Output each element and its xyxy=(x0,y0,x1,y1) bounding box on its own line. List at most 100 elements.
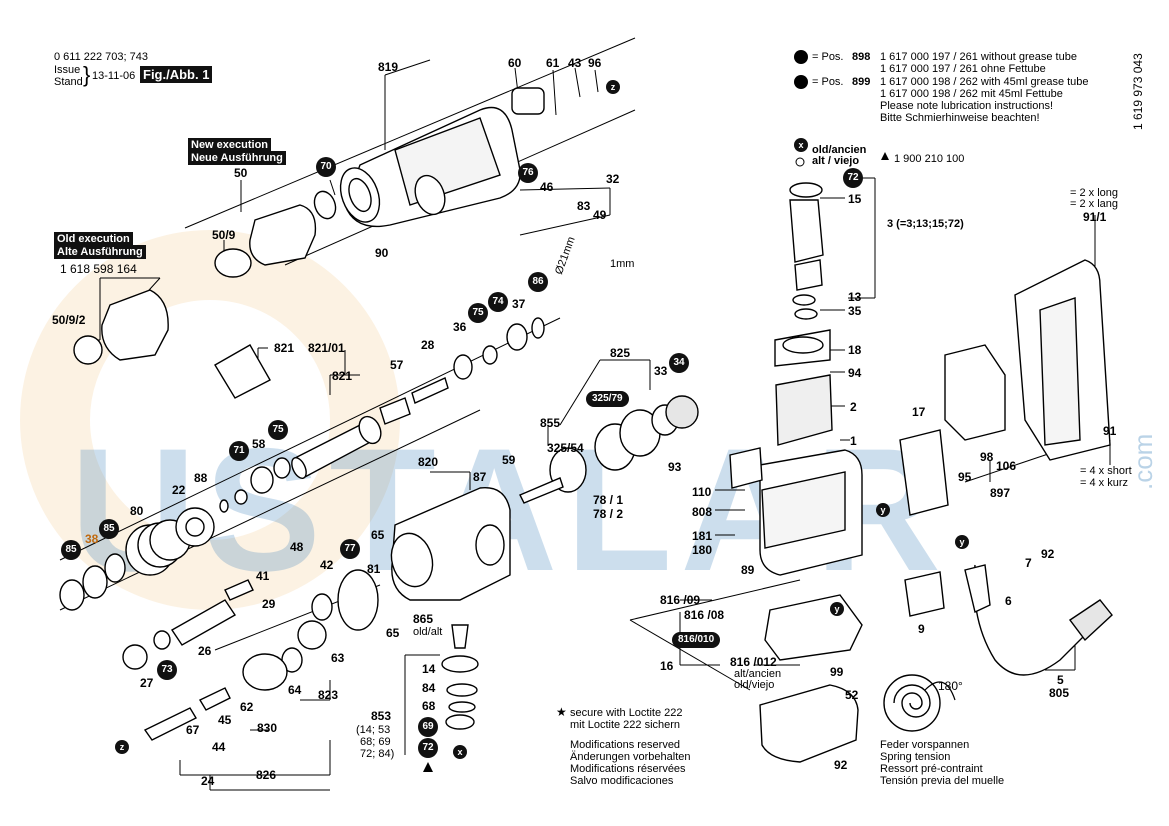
label-325-54: 325/54 xyxy=(547,441,584,455)
badge-77: 77 xyxy=(340,539,360,559)
badge-74: 74 xyxy=(488,292,508,312)
label-13: 13 xyxy=(848,290,862,304)
label-826: 826 xyxy=(256,768,277,782)
old-execution-part: 1 618 598 164 xyxy=(60,262,137,276)
old-ancien-label: old/ancien xyxy=(812,144,867,156)
old-execution-en: Old execution xyxy=(54,232,133,246)
label-78-2: 78 / 2 xyxy=(593,507,624,521)
label-91-1: 91/1 xyxy=(1083,210,1107,224)
label-old-alt: old/alt xyxy=(413,626,443,638)
side-code: 1 619 973 043 xyxy=(1131,53,1145,130)
new-execution-en: New execution xyxy=(188,138,272,152)
pill-325-79: 325/79 xyxy=(586,391,629,407)
badge-z-top: z xyxy=(606,80,620,94)
loctite-de: mit Loctite 222 sichern xyxy=(570,719,681,731)
label-816-012: 816 /012 xyxy=(730,655,777,669)
label-91: 91 xyxy=(1103,424,1117,438)
alt-viejo-label: alt / viejo xyxy=(812,155,860,167)
old-execution-de: Alte Ausführung xyxy=(54,245,146,259)
label-46: 46 xyxy=(540,180,554,194)
label-67: 67 xyxy=(186,723,200,737)
label-897: 897 xyxy=(990,486,1011,500)
label-58: 58 xyxy=(252,437,266,451)
label-33: 33 xyxy=(654,364,668,378)
label-17: 17 xyxy=(912,405,926,419)
badge-y-housing: y xyxy=(876,503,890,517)
badge-73: 73 xyxy=(157,660,177,680)
label-2: 2 xyxy=(850,400,857,414)
label-6: 6 xyxy=(1005,594,1012,608)
label-83: 83 xyxy=(577,199,591,213)
label-57: 57 xyxy=(390,358,404,372)
label-68: 68 xyxy=(422,699,436,713)
label-98: 98 xyxy=(980,450,994,464)
badge-y-brush: y xyxy=(830,602,844,616)
label-5: 5 xyxy=(1057,673,1064,687)
grease-line-6: Bitte Schmierhinweise beachten! xyxy=(880,112,1040,124)
label-50-9-2: 50/9/2 xyxy=(52,313,86,327)
badge-y-cable: y xyxy=(955,535,969,549)
label-41: 41 xyxy=(256,569,270,583)
badge-34: 34 xyxy=(669,353,689,373)
length-long-de: = 2 x lang xyxy=(1070,198,1119,210)
label-43: 43 xyxy=(568,56,582,70)
length-short-en: = 4 x short xyxy=(1080,465,1132,477)
label-32: 32 xyxy=(606,172,620,186)
label-38: 38 xyxy=(85,532,99,546)
label-853-sub-1: (14; 53 xyxy=(356,724,391,736)
loctite-en: secure with Loctite 222 xyxy=(570,707,683,719)
label-59: 59 xyxy=(502,453,516,467)
badge-85-lower: 85 xyxy=(61,540,81,560)
label-853-sub-3: 72; 84) xyxy=(360,748,395,760)
label-94: 94 xyxy=(848,366,862,380)
grease-line-3: 1 617 000 198 / 262 with 45ml grease tub… xyxy=(880,76,1089,88)
label-29: 29 xyxy=(262,597,276,611)
old-part-number: 1 900 210 100 xyxy=(894,153,965,165)
badge-86: 86 xyxy=(528,272,548,292)
label-96: 96 xyxy=(588,56,602,70)
label-180: 180 xyxy=(692,543,713,557)
label-110: 110 xyxy=(692,485,712,499)
badge-71: 71 xyxy=(229,441,249,461)
label-78-1: 78 / 1 xyxy=(593,493,624,507)
badge-x-bottom: x xyxy=(453,745,467,759)
label-87: 87 xyxy=(473,470,487,484)
label-16: 16 xyxy=(660,659,674,673)
badge-85-upper: 85 xyxy=(99,519,119,539)
label-821-mid: 821 xyxy=(332,369,353,383)
label-819: 819 xyxy=(378,60,399,74)
badge-z-bottom: z xyxy=(115,740,129,754)
label-805: 805 xyxy=(1049,686,1070,700)
length-short-de: = 4 x kurz xyxy=(1080,477,1128,489)
label-95: 95 xyxy=(958,470,972,484)
pos-898-number: 898 xyxy=(852,51,871,63)
modifications-es: Salvo modificaciones xyxy=(570,775,674,787)
badge-75-left: 75 xyxy=(268,420,288,440)
label-48: 48 xyxy=(290,540,304,554)
label-65-top: 65 xyxy=(371,528,385,542)
label-7: 7 xyxy=(1025,556,1032,570)
issue-label: Issue xyxy=(54,64,81,76)
label-62: 62 xyxy=(240,700,254,714)
modifications-en: Modifications reserved xyxy=(570,739,681,751)
label-52: 52 xyxy=(845,688,859,702)
label-36: 36 xyxy=(453,320,467,334)
grease-line-4: 1 617 000 198 / 262 mit 45ml Fettube xyxy=(880,88,1063,100)
label-3: 3 (=3;13;15;72) xyxy=(887,218,964,230)
label-26: 26 xyxy=(198,644,212,658)
label-89: 89 xyxy=(741,563,755,577)
spring-tension-de: Feder vorspannen xyxy=(880,739,970,751)
badge-72-armature: 72 xyxy=(843,168,863,188)
label-865: 865 xyxy=(413,612,434,626)
label-816-08: 816 /08 xyxy=(684,608,725,622)
label-825: 825 xyxy=(610,346,631,360)
fig-label: Fig./Abb. 1 xyxy=(140,66,213,83)
grease-line-2: 1 617 000 197 / 261 ohne Fettube xyxy=(880,63,1046,75)
label-80: 80 xyxy=(130,504,144,518)
badge-x-armature: x xyxy=(794,138,808,152)
label-821-01: 821/01 xyxy=(308,341,345,355)
modifications-de: Änderungen vorbehalten xyxy=(570,751,691,763)
label-49: 49 xyxy=(593,208,607,222)
